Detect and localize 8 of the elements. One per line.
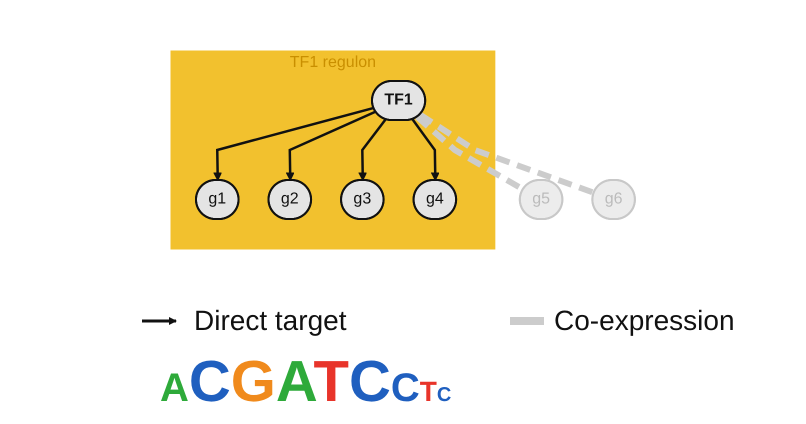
arrow: [358, 118, 387, 181]
arrow: [286, 110, 376, 181]
arrow: [412, 118, 440, 181]
arrow: [213, 106, 374, 181]
dna-motif-letters: ACGATCCTC: [160, 352, 452, 414]
legend-label: Co-expression: [554, 305, 735, 337]
legend-label: Direct target: [194, 305, 346, 337]
connector: [418, 112, 596, 196]
